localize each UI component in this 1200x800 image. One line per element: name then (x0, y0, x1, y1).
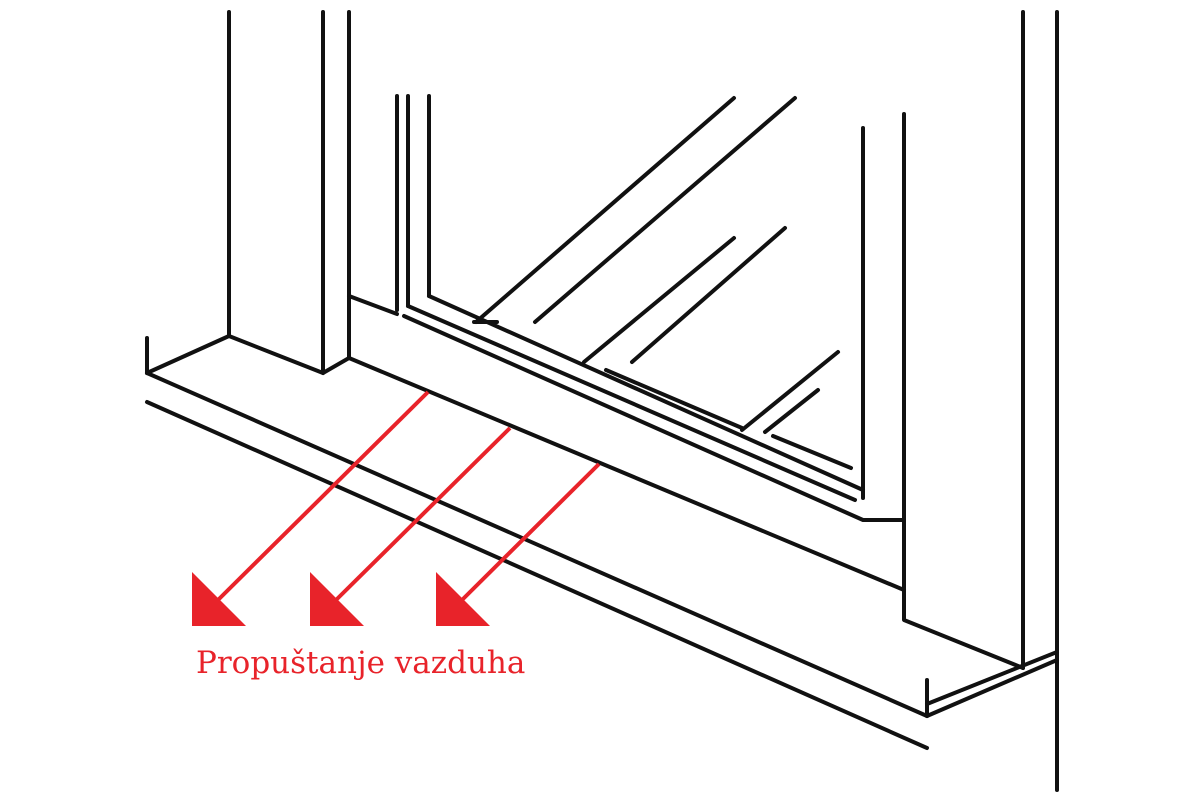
air-leak-arrow-1-head (192, 572, 246, 626)
outer-sill (145, 334, 1059, 750)
air-leak-arrow-2-shaft (334, 426, 512, 602)
left-jamb-outer (227, 10, 325, 375)
sill-top-back-left (145, 334, 231, 375)
reflection-4 (630, 226, 787, 364)
air-leak-caption: Propuštanje vazduha (196, 645, 526, 681)
glass-reflections (472, 96, 853, 470)
air-leak-arrow-3-shaft (460, 462, 601, 602)
reflection-2 (533, 96, 797, 324)
air-leak-arrow-1 (192, 390, 430, 626)
right-jamb-inner (902, 112, 1025, 670)
reflection-3 (582, 236, 736, 364)
frame-bottom-front (347, 356, 906, 592)
reflection-6 (763, 388, 820, 434)
reflection-9 (771, 434, 853, 470)
air-leak-arrow-2 (310, 426, 512, 626)
frame-bottom (347, 294, 906, 592)
reflection-8 (604, 368, 744, 430)
frame-bottom-rail-3 (406, 304, 857, 502)
sash-left-profile (395, 94, 431, 312)
sill-top-front (145, 371, 929, 718)
reflection-1 (474, 96, 736, 324)
sill-right-top-2 (925, 650, 1059, 706)
left-jamb (227, 10, 351, 375)
air-leak-arrow-3 (436, 462, 601, 626)
reflection-5 (740, 350, 840, 432)
sill-bottom-front (145, 400, 929, 750)
sill-right-top-1 (925, 658, 1059, 718)
air-leak-arrow-3-head (436, 572, 490, 626)
frame-bottom-rail-1 (427, 294, 865, 492)
frame-bottom-top (347, 294, 399, 316)
frame-bottom-rail-2 (402, 314, 906, 522)
air-leak-arrow-2-head (310, 572, 364, 626)
air-leak-arrows (192, 390, 601, 626)
air-leak-arrow-1-shaft (216, 390, 430, 602)
left-jamb-sill-edge (321, 356, 351, 375)
